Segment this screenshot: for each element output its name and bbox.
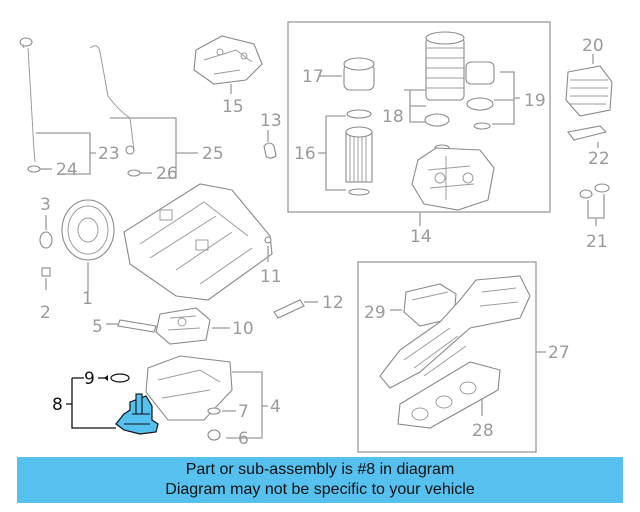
callout-16: 16 xyxy=(294,144,316,164)
oil-cooler-group xyxy=(565,54,613,226)
callout-23: 23 xyxy=(98,144,120,164)
callout-12: 12 xyxy=(322,293,344,313)
callout-17: 17 xyxy=(302,67,324,87)
pulley-group xyxy=(39,199,115,292)
callout-24: 24 xyxy=(56,160,78,180)
callout-8: 8 xyxy=(52,395,63,415)
callout-27: 27 xyxy=(548,343,570,363)
callout-11: 11 xyxy=(260,267,282,287)
callout-21: 21 xyxy=(586,232,608,252)
callout-26: 26 xyxy=(156,164,178,184)
sensor-part-highlight xyxy=(115,395,159,435)
filter-assembly xyxy=(318,31,520,211)
banner-line-2: Diagram may not be specific to your vehi… xyxy=(165,481,475,498)
manifold-assembly xyxy=(379,275,531,429)
lower-oil-pan xyxy=(145,355,268,441)
callout-6: 6 xyxy=(238,429,249,449)
dipstick-group xyxy=(19,37,198,179)
callout-2: 2 xyxy=(40,303,51,323)
part-12 xyxy=(273,299,305,319)
callout-9: 9 xyxy=(84,369,95,389)
callout-14: 14 xyxy=(410,227,432,247)
callout-28: 28 xyxy=(472,421,494,441)
callout-15: 15 xyxy=(222,97,244,117)
callout-18: 18 xyxy=(382,107,404,127)
callout-4: 4 xyxy=(270,397,281,417)
callout-7: 7 xyxy=(238,402,249,422)
oil-level-sensor-8 xyxy=(66,373,159,435)
cover-15 xyxy=(193,35,263,94)
clip-13 xyxy=(263,142,277,159)
callout-5: 5 xyxy=(92,317,103,337)
callout-22: 22 xyxy=(588,149,610,169)
pump-group xyxy=(106,307,230,345)
callout-3: 3 xyxy=(40,195,51,215)
callout-1: 1 xyxy=(82,289,93,309)
callout-29: 29 xyxy=(364,303,386,323)
callout-25: 25 xyxy=(202,144,224,164)
info-banner: Part or sub-assembly is #8 in diagram Di… xyxy=(17,457,623,503)
callout-20: 20 xyxy=(582,36,604,56)
upper-oil-pan xyxy=(123,183,273,301)
callout-13: 13 xyxy=(260,111,282,131)
manifold-box xyxy=(357,261,537,453)
callout-10: 10 xyxy=(232,319,254,339)
filter-box xyxy=(287,21,551,213)
banner-line-1: Part or sub-assembly is #8 in diagram xyxy=(185,461,455,478)
callout-19: 19 xyxy=(524,91,546,111)
